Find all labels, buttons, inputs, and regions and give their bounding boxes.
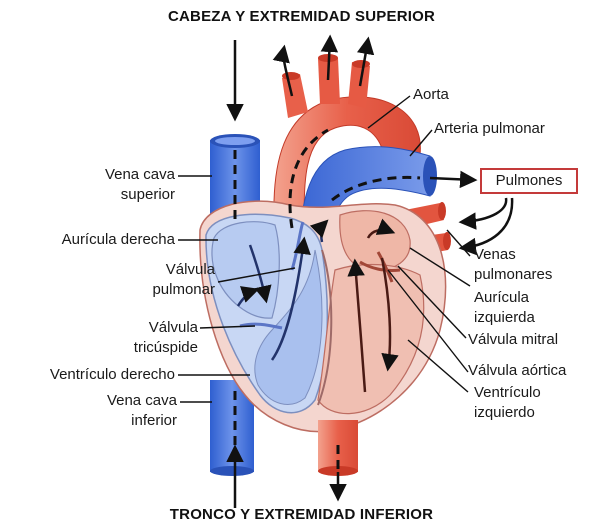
label-valvula-pulmonar-1: Válvula [166, 261, 215, 279]
label-auricula-derecha: Aurícula derecha [62, 231, 175, 249]
top-title: CABEZA Y EXTREMIDAD SUPERIOR [0, 8, 603, 25]
label-valvula-pulmonar-2: pulmonar [152, 281, 215, 299]
label-aorta: Aorta [413, 86, 449, 104]
label-valvula-tricuspide-1: Válvula [149, 319, 198, 337]
label-vena-cava-inferior-1: Vena cava [107, 392, 177, 410]
label-vena-cava-inferior-2: inferior [131, 412, 177, 430]
bottom-title: TRONCO Y EXTREMIDAD INFERIOR [0, 506, 603, 523]
label-auricula-izquierda-1: Aurícula [474, 289, 529, 307]
label-vena-cava-superior-1: Vena cava [105, 166, 175, 184]
label-venas-pulmonares-1: Venas [474, 246, 516, 264]
label-arteria-pulmonar: Arteria pulmonar [434, 120, 545, 138]
pulmones-box: Pulmones [480, 168, 578, 194]
label-vena-cava-superior-2: superior [121, 186, 175, 204]
label-venas-pulmonares-2: pulmonares [474, 266, 552, 284]
label-ventriculo-derecho: Ventrículo derecho [50, 366, 175, 384]
label-valvula-tricuspide-2: tricúspide [134, 339, 198, 357]
left-ventricle [318, 265, 424, 414]
label-valvula-aortica: Válvula aórtica [468, 362, 566, 380]
label-ventriculo-izquierdo-1: Ventrículo [474, 384, 541, 402]
label-valvula-mitral: Válvula mitral [468, 331, 558, 349]
label-auricula-izquierda-2: izquierda [474, 309, 535, 327]
label-ventriculo-izquierdo-2: izquierdo [474, 404, 535, 422]
